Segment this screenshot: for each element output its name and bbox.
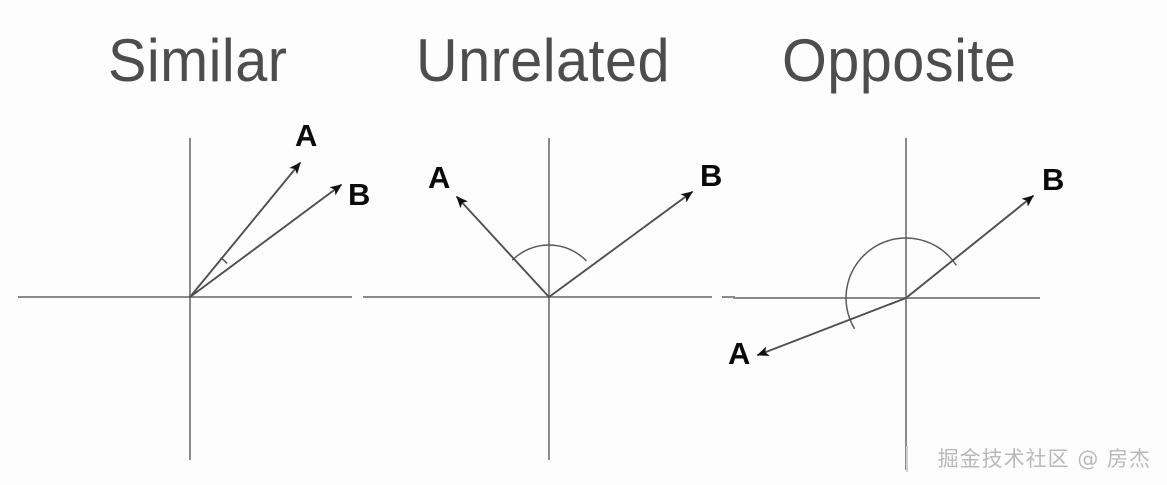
panel-title-unrelated: Unrelated xyxy=(416,27,671,94)
vector-label-opposite-A: A xyxy=(728,336,750,371)
panel-title-similar: Similar xyxy=(108,27,288,94)
axes-group xyxy=(18,138,1040,470)
vectors-group xyxy=(189,162,1034,356)
angle-arc-unrelated xyxy=(511,244,587,262)
panel-title-opposite: Opposite xyxy=(782,27,1017,94)
angle-arc-similar xyxy=(220,257,228,265)
vector-label-unrelated-B: B xyxy=(700,158,722,193)
angle-arc-opposite xyxy=(845,237,957,330)
watermark-text: 掘金技术社区 @ 房杰 xyxy=(937,447,1151,471)
vector-similar-B xyxy=(189,184,342,298)
vector-label-opposite-B: B xyxy=(1042,162,1064,197)
vector-label-unrelated-A: A xyxy=(428,160,450,195)
vector-unrelated-A xyxy=(456,196,550,298)
watermark-divider xyxy=(906,446,908,472)
vector-label-similar-B: B xyxy=(348,177,370,212)
vector-unrelated-B xyxy=(548,191,693,298)
vector-opposite-B xyxy=(905,195,1034,299)
vector-label-similar-A: A xyxy=(295,118,317,153)
vector-similar-A xyxy=(189,162,301,298)
vector-opposite-A xyxy=(756,297,907,356)
angle-arcs-group xyxy=(220,237,957,330)
